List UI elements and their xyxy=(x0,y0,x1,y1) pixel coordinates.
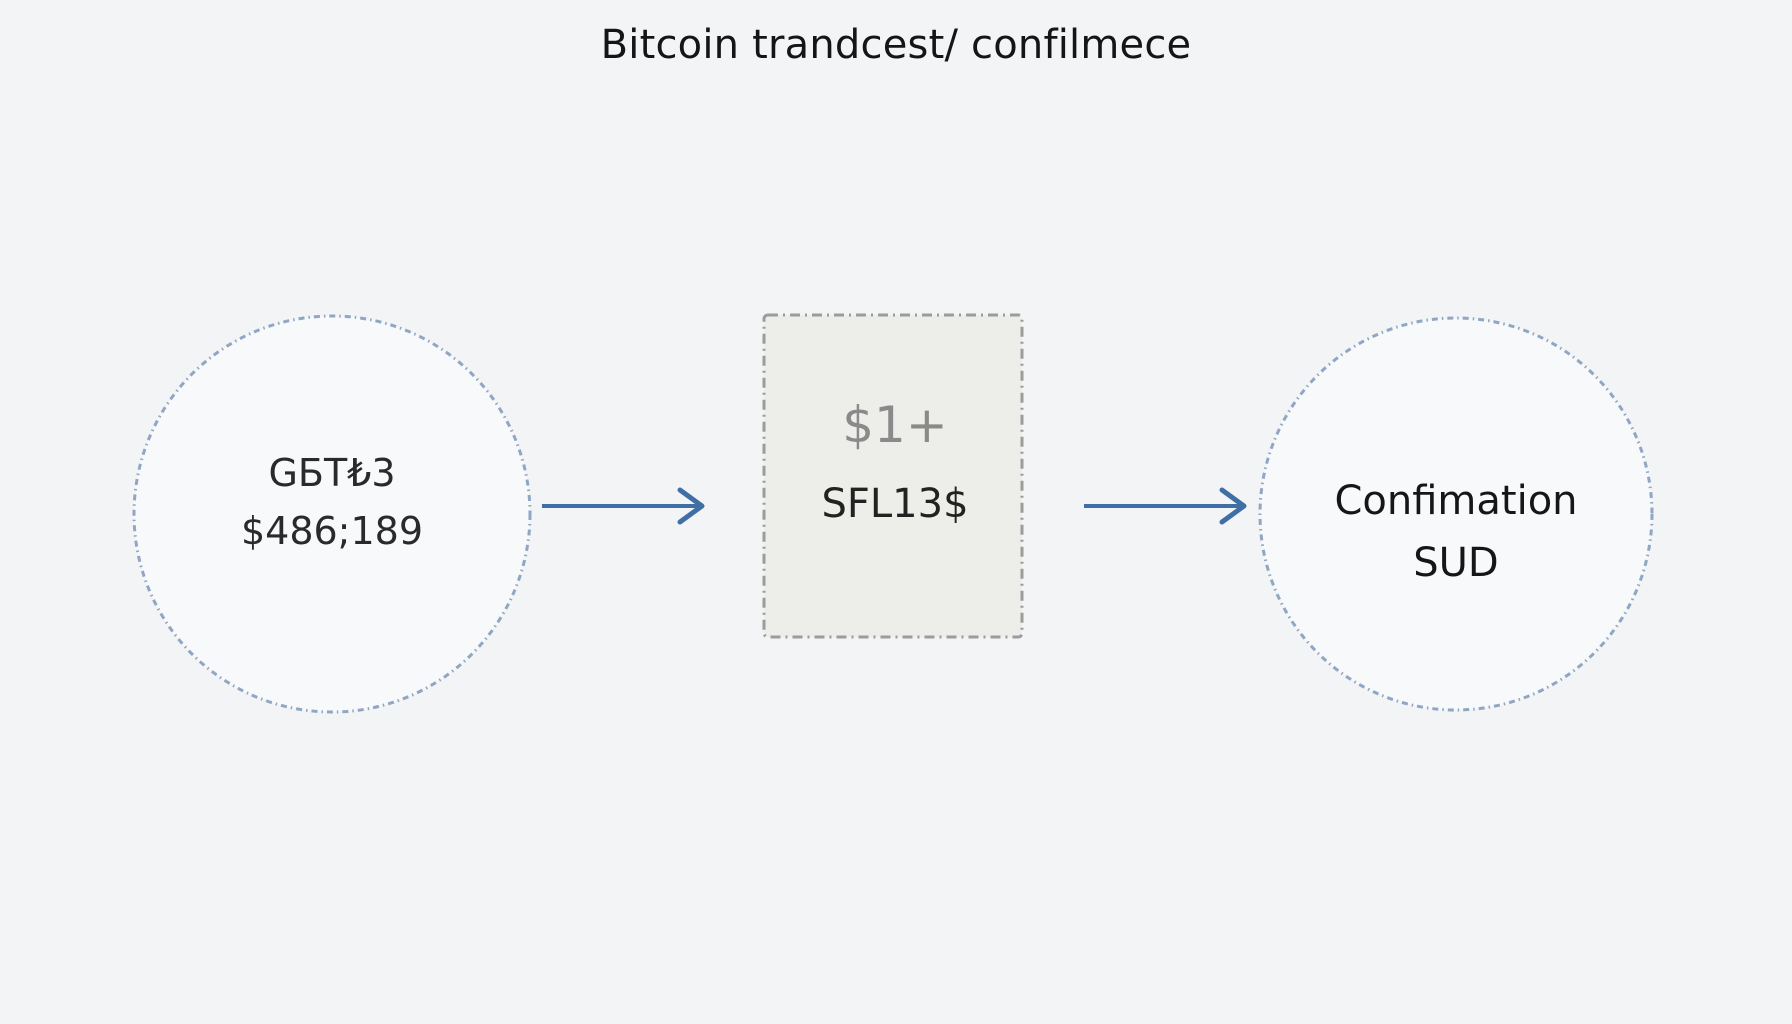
right-node-line-2: SUD xyxy=(1413,540,1499,586)
diagram-title: Bitcoin trandcest/ confilmece xyxy=(600,22,1192,68)
left-node-line-1: GБT₺3 xyxy=(268,451,396,495)
arrow-middle-to-right xyxy=(1084,487,1247,525)
left-node-line-2: $486;189 xyxy=(240,509,424,553)
middle-node-line-2: SFL13$ xyxy=(821,481,969,527)
right-node-line-1: Confimation xyxy=(1334,478,1578,524)
right-node-circle xyxy=(1258,316,1654,712)
middle-node-line-1: $1+ xyxy=(842,396,948,454)
left-node-circle xyxy=(132,314,532,714)
middle-node-label: $1+ SFL13$ xyxy=(766,384,1024,542)
left-node-label: GБT₺3 $486;189 xyxy=(136,444,528,560)
middle-node-box xyxy=(762,313,1024,639)
right-node-label: Confimation SUD xyxy=(1260,470,1652,594)
arrow-left-to-middle xyxy=(542,487,705,525)
